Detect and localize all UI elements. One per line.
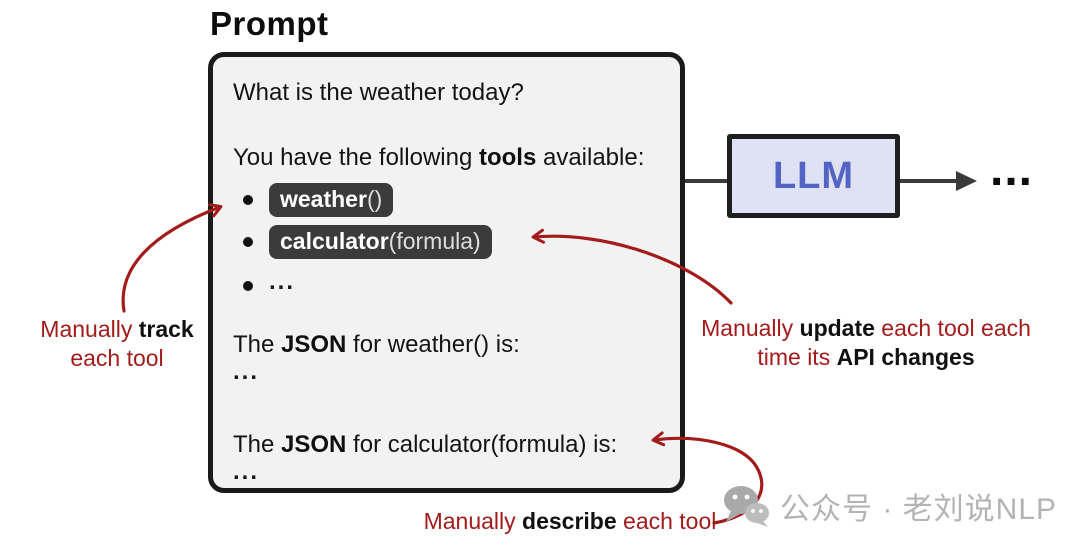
bullet-icon	[243, 237, 253, 247]
page-title: Prompt	[210, 5, 329, 42]
anno-red-text: Manually	[40, 316, 139, 342]
json-post: for calculator(formula) is:	[346, 431, 618, 458]
wechat-icon	[724, 486, 769, 527]
tools-intro-bold: tools	[478, 144, 537, 171]
json-ellipsis-weather: ...	[233, 358, 260, 385]
json-ellipsis-calculator: ...	[233, 458, 260, 485]
llm-label: LLM	[772, 154, 855, 197]
tools-intro-post: available:	[536, 144, 645, 171]
tool-fn: weather	[280, 185, 367, 212]
json-bold: JSON	[281, 431, 347, 458]
tool-fn: calculator	[280, 227, 389, 254]
tool-args: ()	[366, 185, 383, 212]
more-tools-ellipsis: ...	[269, 268, 296, 295]
anno-red-text: each tool	[70, 345, 164, 371]
anno-bold-text: API changes	[836, 344, 975, 370]
anno-red-text: each tool each	[874, 315, 1031, 341]
json-line-calculator: The JSON for calculator(formula) is:	[233, 431, 617, 459]
json-line-weather: The JSON for weather() is:	[233, 331, 520, 359]
tool-pill-calculator: calculator(formula)	[269, 224, 492, 260]
annotation-track: Manually track each tool	[22, 315, 212, 373]
watermark-text: 公众号 · 老刘说NLP	[780, 492, 1058, 526]
tool-pill-weather: weather()	[269, 182, 394, 218]
anno-bold-text: describe	[522, 508, 617, 534]
tool-args: (formula)	[388, 227, 481, 254]
prompt-question: What is the weather today?	[233, 79, 524, 106]
arrow-track	[121, 203, 223, 313]
arrowhead-llm-output	[956, 171, 977, 191]
tool-item-calculator: calculator(formula)	[243, 224, 492, 260]
tool-item-more: ...	[243, 268, 296, 303]
anno-red-text: Manually	[701, 315, 800, 341]
anno-red-text: time its	[757, 344, 837, 370]
json-pre: The	[233, 431, 282, 458]
anno-bold-text: track	[138, 316, 194, 342]
anno-bold-text: update	[799, 315, 875, 341]
annotation-describe: Manually describe each tool	[420, 507, 720, 536]
watermark: 公众号 · 老刘说NLP	[722, 483, 1057, 528]
output-ellipsis: ...	[990, 143, 1034, 196]
json-pre: The	[233, 331, 282, 358]
anno-red-text: each tool	[616, 508, 717, 534]
tools-intro-line: You have the following tools available:	[233, 144, 644, 172]
prompt-box: What is the weather today? You have the …	[208, 52, 685, 493]
tool-item-weather: weather()	[243, 182, 394, 218]
bullet-icon	[243, 195, 253, 205]
llm-node: LLM	[727, 134, 900, 218]
tools-intro-pre: You have the following	[233, 144, 479, 171]
json-post: for weather() is:	[346, 331, 520, 358]
bullet-icon	[243, 281, 253, 291]
annotation-update: Manually update each tool each time its …	[698, 314, 1034, 372]
anno-red-text: Manually	[423, 508, 523, 534]
json-bold: JSON	[281, 331, 347, 358]
